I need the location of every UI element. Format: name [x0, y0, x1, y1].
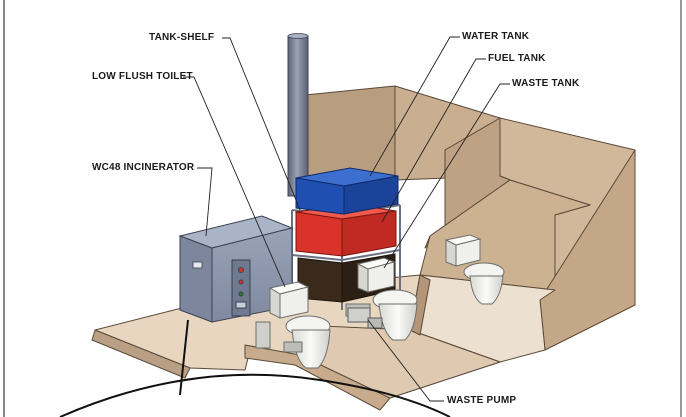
leader-water-tank	[369, 36, 460, 177]
leader-incinerator	[197, 167, 213, 237]
toilet-alcove	[444, 234, 505, 305]
leader-fuel-tank	[381, 58, 486, 223]
label-tank-shelf: TANK-SHELF	[149, 32, 215, 43]
leader-low-flush-toilet	[183, 76, 286, 288]
label-water-tank: WATER TANK	[462, 31, 530, 42]
detail-connector	[179, 319, 189, 396]
fuel-tank	[295, 203, 397, 257]
low-flush-toilet	[255, 281, 331, 369]
wc48-incinerator	[178, 215, 294, 323]
waste-pump	[347, 307, 383, 329]
label-fuel-tank: FUEL TANK	[488, 53, 546, 64]
detail-circle-arc	[59, 373, 451, 417]
label-wc48-incinerator: WC48 INCINERATOR	[92, 162, 195, 173]
leader-waste-pump	[367, 319, 444, 402]
page-frame	[3, 0, 682, 417]
label-waste-pump: WASTE PUMP	[447, 395, 517, 406]
chimney	[287, 33, 309, 197]
leader-lines	[183, 36, 510, 402]
water-tank	[295, 167, 399, 215]
leader-waste-tank	[383, 83, 510, 269]
leader-tank-shelf	[222, 37, 301, 211]
label-low-flush-toilet: LOW FLUSH TOILET	[92, 71, 193, 82]
front-wall-left	[91, 329, 191, 379]
label-waste-tank: WASTE TANK	[512, 78, 580, 89]
